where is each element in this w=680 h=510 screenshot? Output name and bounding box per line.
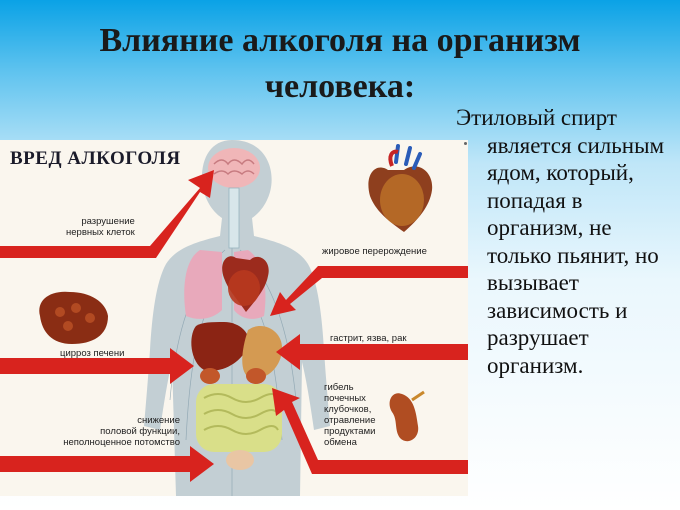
liver-shape [191, 322, 249, 371]
label-fatty-degeneration: жировое перерождение [322, 246, 427, 257]
label-nerve-cells: разрушение нервных клеток [66, 216, 135, 238]
description-rest: является сильным ядом, который, попадая … [487, 132, 665, 378]
poster-image: ВРЕД АЛКОГОЛЯ разрушение нервных клеток … [0, 140, 468, 496]
label-kidney-line-5: продуктами [324, 426, 376, 437]
description-first-line: Этиловый спирт [456, 105, 617, 130]
kidney-detail-image [389, 390, 425, 442]
label-gastritis: гастрит, язва, рак [330, 333, 407, 344]
label-cirrhosis: цирроз печени [60, 348, 125, 359]
label-kidney: гибель почечных клубочков, отравление пр… [324, 382, 376, 448]
description-text: Этиловый спирт является сильным ядом, ко… [456, 104, 678, 379]
label-sexual-line-1: снижение [137, 415, 180, 426]
brain-shape [208, 148, 260, 188]
label-sexual-line-3: неполноценное потомство [63, 437, 180, 448]
label-sexual-line-2: половой функции, [100, 426, 180, 437]
label-nerve-line-1: разрушение [81, 216, 135, 227]
label-kidney-line-4: отравление [324, 415, 376, 426]
slide-title-line-2: человека: [264, 68, 416, 105]
liver-detail-image [39, 291, 108, 344]
label-nerve-line-2: нервных клеток [66, 227, 135, 238]
slide-title: Влияние алкоголя на организм человека: [0, 18, 680, 110]
poster-title: ВРЕД АЛКОГОЛЯ [10, 148, 181, 169]
lungs-shape [184, 250, 222, 319]
slide-title-line-1: Влияние алкоголя на организм [99, 22, 581, 59]
heart-detail-image [368, 144, 433, 232]
label-sexual-function: снижение половой функции, неполноценное … [40, 415, 180, 448]
label-kidney-line-3: клубочков, [324, 404, 372, 415]
label-kidney-line-2: почечных [324, 393, 366, 404]
stomach-shape [242, 326, 282, 379]
label-kidney-line-6: обмена [324, 437, 357, 448]
bullet-dot [464, 142, 467, 145]
label-kidney-line-1: гибель [324, 382, 354, 393]
poster-illustration [0, 140, 468, 496]
